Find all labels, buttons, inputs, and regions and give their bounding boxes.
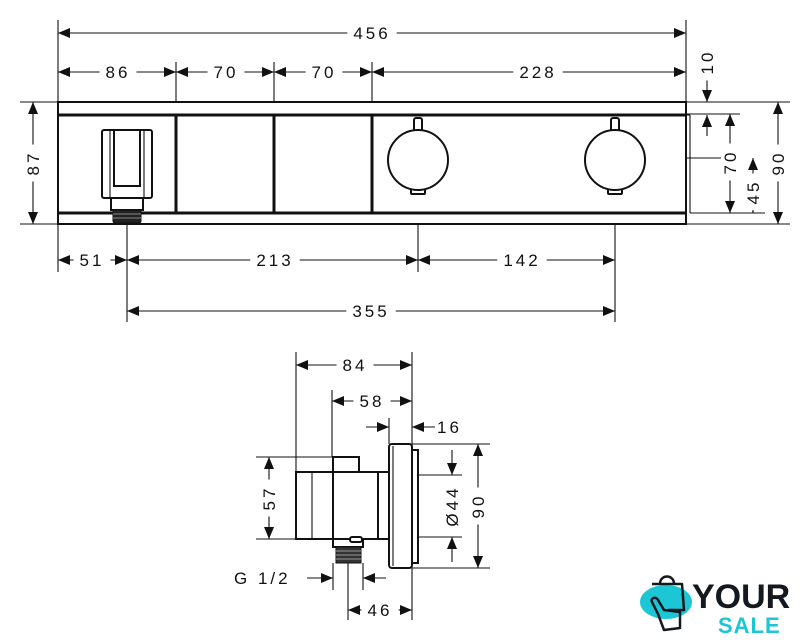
label-gap	[361, 601, 399, 620]
dimension-label: 46	[368, 601, 393, 620]
dimension-label: 456	[353, 24, 390, 43]
knob-1	[387, 117, 449, 195]
label-gap	[260, 479, 279, 517]
label-gap	[24, 144, 43, 182]
thread-label: G 1/2	[234, 569, 291, 588]
shopping-bag-hand-icon	[650, 575, 686, 632]
dim-overall-width: 456	[58, 24, 686, 43]
side-body	[295, 443, 419, 569]
label-gap	[769, 144, 788, 182]
label-gap	[744, 173, 763, 211]
dim-segment-2: 70	[176, 63, 274, 82]
label-gap	[513, 63, 563, 82]
label-gap	[99, 63, 137, 82]
hose-outlet	[101, 129, 153, 224]
your-sale-logo: YOUR SALE	[640, 575, 790, 638]
dim-outlet-offset: 51	[58, 251, 127, 270]
dimension-label: 70	[214, 63, 239, 82]
label-gap	[207, 63, 245, 82]
dimension-label: 213	[256, 251, 293, 270]
dimension-label: 10	[698, 50, 717, 75]
label-gap	[73, 251, 111, 270]
dimension-label: 51	[80, 251, 105, 270]
dim-body-depth: 58	[332, 392, 412, 411]
dim-body-height: 57	[260, 457, 279, 539]
dimension-label: 58	[360, 392, 385, 411]
label-gap	[698, 43, 717, 81]
label-gap	[305, 63, 343, 82]
dim-plate-depth: 16	[366, 418, 462, 437]
dimension-label: 90	[469, 494, 488, 519]
dim-knob-spacing: 142	[418, 251, 615, 270]
dim-segment-4: 228	[372, 63, 686, 82]
dim-total-depth: 84	[296, 356, 412, 375]
dim-outlet-to-knob2: 355	[127, 302, 615, 321]
dim-total-height: 90	[769, 102, 788, 224]
dim-thread: G 1/2	[234, 569, 386, 588]
dim-plate-height: 90	[469, 444, 488, 568]
dim-segment-1: 86	[58, 63, 176, 82]
front-view: 456 86 70 70 228 51 213 142	[20, 20, 790, 322]
label-gap	[353, 392, 391, 411]
label-gap	[721, 143, 740, 181]
dimension-label: 70	[312, 63, 337, 82]
logo-word-sale: SALE	[718, 613, 781, 638]
thermostat-panel	[57, 101, 691, 225]
dimension-label: 70	[721, 150, 740, 175]
side-view: 84 58 16 57 Ø44 90 G 1/2	[234, 352, 490, 620]
label-gap	[336, 356, 374, 375]
knob-2	[584, 117, 646, 195]
dim-segment-3: 70	[274, 63, 372, 82]
label-gap	[347, 24, 397, 43]
dimension-label: 57	[260, 486, 279, 511]
dimension-label: 90	[769, 151, 788, 176]
label-gap	[250, 251, 300, 270]
dimension-label: 142	[503, 251, 540, 270]
dimension-label: 355	[352, 302, 389, 321]
dimension-label: Ø44	[443, 485, 462, 526]
label-gap	[497, 251, 547, 270]
logo-word-your: YOUR	[692, 578, 790, 616]
dimension-label: 45	[744, 180, 763, 205]
dimension-label: 87	[24, 151, 43, 176]
dimension-label: 86	[106, 63, 131, 82]
dim-height-left: 87	[24, 102, 43, 224]
label-gap	[346, 302, 396, 321]
dim-thread-offset: 46	[348, 601, 412, 620]
dim-knob-height: 70	[721, 114, 740, 213]
dimension-label: 16	[437, 418, 462, 437]
dim-knob-diameter: Ø44	[443, 450, 462, 562]
dim-top-offset: 10	[698, 43, 717, 136]
dim-knob-center: 45	[744, 158, 763, 213]
dimension-label: 228	[519, 63, 556, 82]
dim-outlet-to-knob: 213	[127, 251, 418, 270]
dimension-label: 84	[343, 356, 368, 375]
label-gap	[469, 487, 488, 525]
